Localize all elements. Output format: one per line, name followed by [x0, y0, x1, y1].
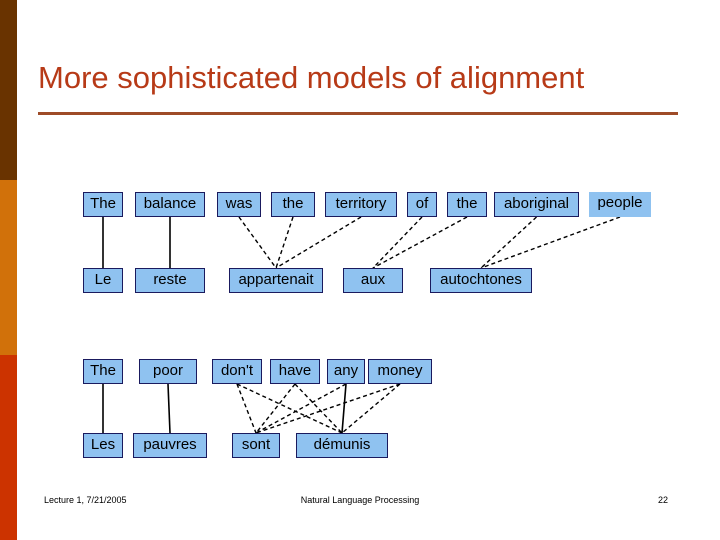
sidebar-decoration: [0, 0, 17, 540]
footer-lecture-label: Lecture 1, 7/21/2005: [44, 495, 127, 505]
link-people-to-autochtones: [480, 216, 621, 269]
footer-course-label: Natural Language Processing: [300, 495, 420, 505]
link-have-to-sont: [255, 383, 296, 434]
word-box-aboriginal: aboriginal: [494, 192, 579, 217]
link-don-t-to-d-munis: [236, 383, 343, 434]
page-title: More sophisticated models of alignment: [38, 60, 585, 95]
link-don-t-to-sont: [236, 383, 257, 434]
word-box-the: The: [83, 192, 123, 217]
word-box-poor: poor: [139, 359, 197, 384]
word-box-any: any: [327, 359, 365, 384]
word-box-pauvres: pauvres: [133, 433, 207, 458]
link-the-to-aux: [372, 216, 468, 269]
word-box-le: Le: [83, 268, 123, 293]
link-any-to-sont: [255, 383, 347, 434]
word-box-les: Les: [83, 433, 123, 458]
footer-page-number: 22: [657, 495, 668, 505]
link-money-to-sont: [255, 383, 401, 434]
word-box-autochtones: autochtones: [430, 268, 532, 293]
word-box-d-munis: démunis: [296, 433, 388, 458]
word-box-appartenait: appartenait: [229, 268, 323, 293]
word-box-was: was: [217, 192, 261, 217]
word-box-the: The: [83, 359, 123, 384]
sidebar-segment-red-orange: [0, 355, 17, 540]
link-aboriginal-to-autochtones: [480, 216, 537, 269]
link-have-to-d-munis: [294, 383, 343, 434]
word-box-of: of: [407, 192, 437, 217]
word-box-reste: reste: [135, 268, 205, 293]
word-box-people: people: [589, 192, 651, 217]
link-money-to-d-munis: [341, 383, 401, 434]
link-of-to-aux: [372, 216, 423, 269]
word-box-territory: territory: [325, 192, 397, 217]
link-territory-to-appartenait: [275, 216, 362, 269]
word-box-aux: aux: [343, 268, 403, 293]
link-any-to-d-munis: [341, 383, 347, 434]
word-box-sont: sont: [232, 433, 280, 458]
sidebar-segment-dark-brown: [0, 0, 17, 180]
sidebar-segment-orange: [0, 180, 17, 355]
link-was-to-appartenait: [238, 216, 277, 269]
word-box-have: have: [270, 359, 320, 384]
word-box-balance: balance: [135, 192, 205, 217]
word-box-the: the: [447, 192, 487, 217]
word-box-don-t: don't: [212, 359, 262, 384]
word-box-the: the: [271, 192, 315, 217]
slide-footer: Lecture 1, 7/21/2005 Natural Language Pr…: [0, 495, 720, 511]
word-box-money: money: [368, 359, 432, 384]
title-underline-rule: [38, 112, 678, 115]
link-the-to-appartenait: [275, 216, 294, 269]
link-poor-to-pauvres: [167, 383, 171, 434]
